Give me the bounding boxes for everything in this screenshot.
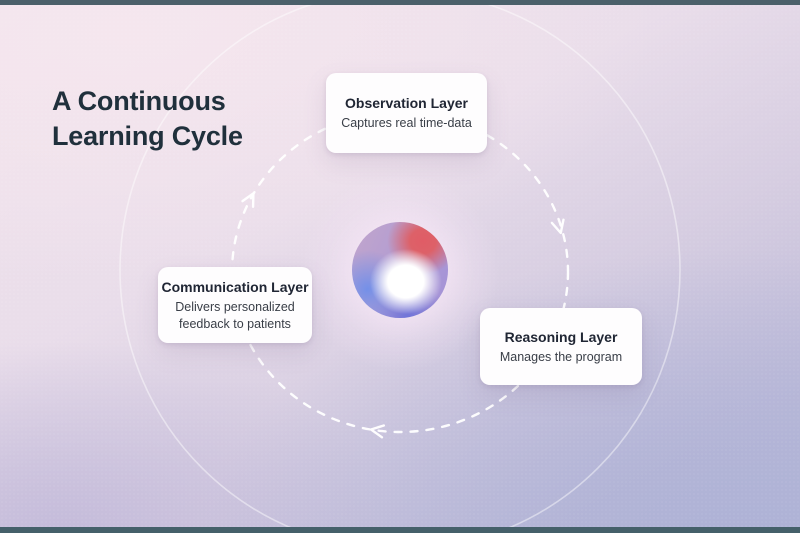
page-title-line2: Learning Cycle (52, 121, 243, 151)
card-title: Observation Layer (345, 95, 468, 112)
ai-orb-icon (352, 222, 448, 318)
card-title: Reasoning Layer (504, 328, 618, 345)
top-border (0, 0, 800, 5)
outer-ring (119, 0, 681, 533)
page-title-line1: A Continuous (52, 86, 226, 116)
cycle-arrow-right-icon (550, 218, 565, 235)
card-communication-layer: Communication Layer Delivers personalize… (158, 267, 312, 343)
bottom-border (0, 527, 800, 533)
card-subtitle: Manages the program (499, 349, 623, 364)
card-subtitle: Delivers personalized feedback to patien… (175, 300, 295, 331)
page-title: A Continuous Learning Cycle (52, 84, 243, 154)
card-reasoning-layer: Reasoning Layer Manages the program (480, 308, 642, 385)
card-subtitle: Captures real time-data (341, 116, 472, 131)
cycle-arrow-upper-left-icon (241, 192, 255, 208)
card-observation-layer: Observation Layer Captures real time-dat… (326, 73, 487, 153)
cycle-arrow-bottom-icon (369, 424, 386, 439)
card-title: Communication Layer (161, 279, 309, 295)
